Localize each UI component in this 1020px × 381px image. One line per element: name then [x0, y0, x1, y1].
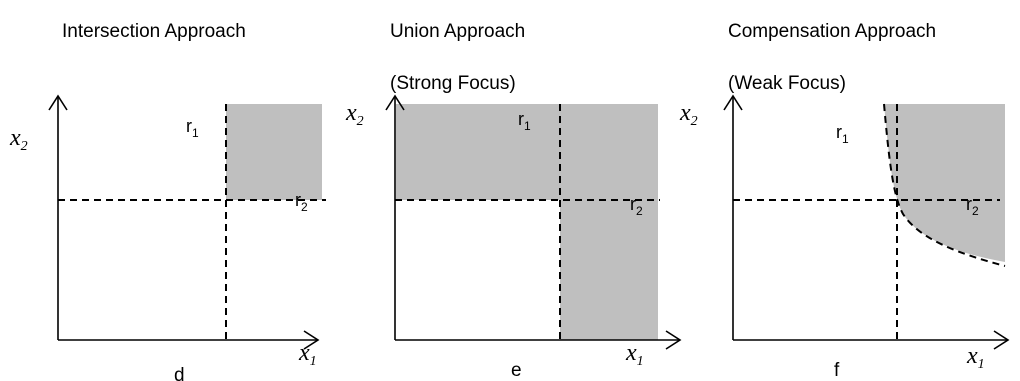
y-axis-arrow [723, 94, 743, 111]
r1-label: r1 [836, 122, 849, 146]
x-axis-arrow [665, 330, 682, 350]
x-axis-label: x1 [966, 343, 985, 372]
r2-label: r2 [630, 194, 643, 218]
panel-title: Intersection Approach [62, 21, 246, 42]
shaded-region [884, 104, 1005, 262]
y-axis-label: x2 [345, 100, 364, 129]
shaded-region-right [560, 200, 658, 340]
y-axis-arrow [48, 94, 68, 111]
panel-subtitle: (Weak Focus) [728, 73, 846, 94]
r1-label: r1 [186, 116, 199, 140]
r1-label: r1 [518, 109, 531, 133]
shaded-region-top [396, 104, 658, 200]
panel-union: Union Approach (Strong Focus) x2 x1 r1 r… [345, 21, 682, 381]
panel-caption: e [511, 360, 522, 381]
compensation-curve [883, 103, 1006, 267]
y-axis-label: x2 [9, 125, 28, 154]
x-axis-arrow [993, 330, 1010, 350]
x-axis-arrow [303, 330, 320, 350]
panel-caption: d [174, 365, 185, 381]
y-axis-label: x2 [679, 100, 698, 129]
panel-title: Compensation Approach [728, 21, 936, 42]
panel-title: Union Approach [390, 21, 525, 42]
panel-subtitle: (Strong Focus) [390, 73, 516, 94]
x-axis-label: x1 [625, 340, 644, 369]
panel-intersection: Intersection Approach x2 x1 r1 r2 d [9, 21, 326, 381]
r2-label: r2 [966, 194, 979, 218]
x-axis-label: x1 [298, 340, 317, 369]
y-axis-arrow [385, 94, 405, 111]
panel-compensation: Compensation Approach (Weak Focus) x2 x1… [679, 21, 1010, 381]
panel-caption: f [834, 360, 840, 381]
r2-label: r2 [295, 190, 308, 214]
shaded-region [226, 104, 322, 200]
